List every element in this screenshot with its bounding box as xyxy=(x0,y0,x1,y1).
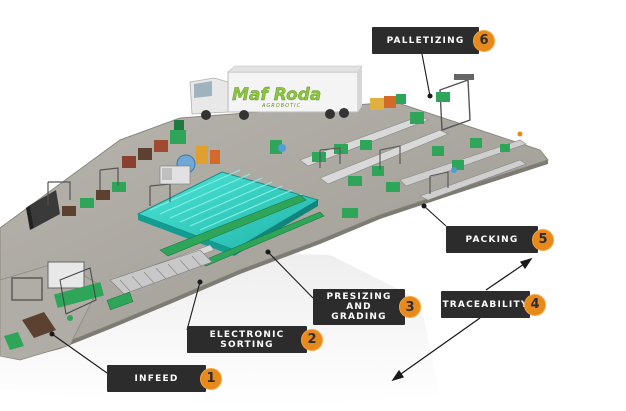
step-number-badge: 6 xyxy=(473,29,495,52)
infeed-machinery xyxy=(4,261,104,350)
step-number-badge: 2 xyxy=(301,328,323,351)
step-number-badge: 3 xyxy=(399,296,421,318)
truck: Maf Roda AGROBOTIC xyxy=(189,65,363,120)
palletizing-area xyxy=(370,74,474,131)
leader-lines xyxy=(49,53,447,374)
label-traceability: TRACEABILITY 4 xyxy=(441,291,546,318)
step-number-badge: 1 xyxy=(200,367,222,390)
truck-sub-text: AGROBOTIC xyxy=(261,103,301,109)
label-packing: PACKING 5 xyxy=(446,226,554,253)
truck-wheel xyxy=(339,108,349,118)
label-traceability-text: TRACEABILITY xyxy=(441,291,530,318)
label-electronic-sorting: ELECTRONIC SORTING 2 xyxy=(187,326,323,353)
truck-wheel xyxy=(201,110,211,120)
truck-wheel xyxy=(239,110,249,120)
presizing-grading-machine xyxy=(136,169,325,277)
truck-brand-text: Maf Roda xyxy=(232,85,321,105)
label-presizing-text: PRESIZING AND GRADING xyxy=(313,289,405,325)
bin-storage-area xyxy=(26,120,220,230)
truck-wheel xyxy=(325,109,335,119)
electronic-sorting-line xyxy=(106,249,213,311)
label-palletizing-text: PALLETIZING xyxy=(372,27,479,54)
label-infeed-text: INFEED xyxy=(107,365,206,392)
packing-lines xyxy=(270,112,527,218)
label-packing-text: PACKING xyxy=(446,226,538,253)
traceability-arrows xyxy=(391,257,533,382)
label-infeed: INFEED 1 xyxy=(107,365,222,392)
step-number-badge: 5 xyxy=(532,228,554,251)
step-number-badge: 4 xyxy=(524,293,546,316)
label-palletizing: PALLETIZING 6 xyxy=(372,27,495,54)
label-presizing-grading: PRESIZING AND GRADING 3 xyxy=(313,289,421,325)
floor-edge xyxy=(0,160,548,359)
label-electronic-text: ELECTRONIC SORTING xyxy=(187,326,307,353)
